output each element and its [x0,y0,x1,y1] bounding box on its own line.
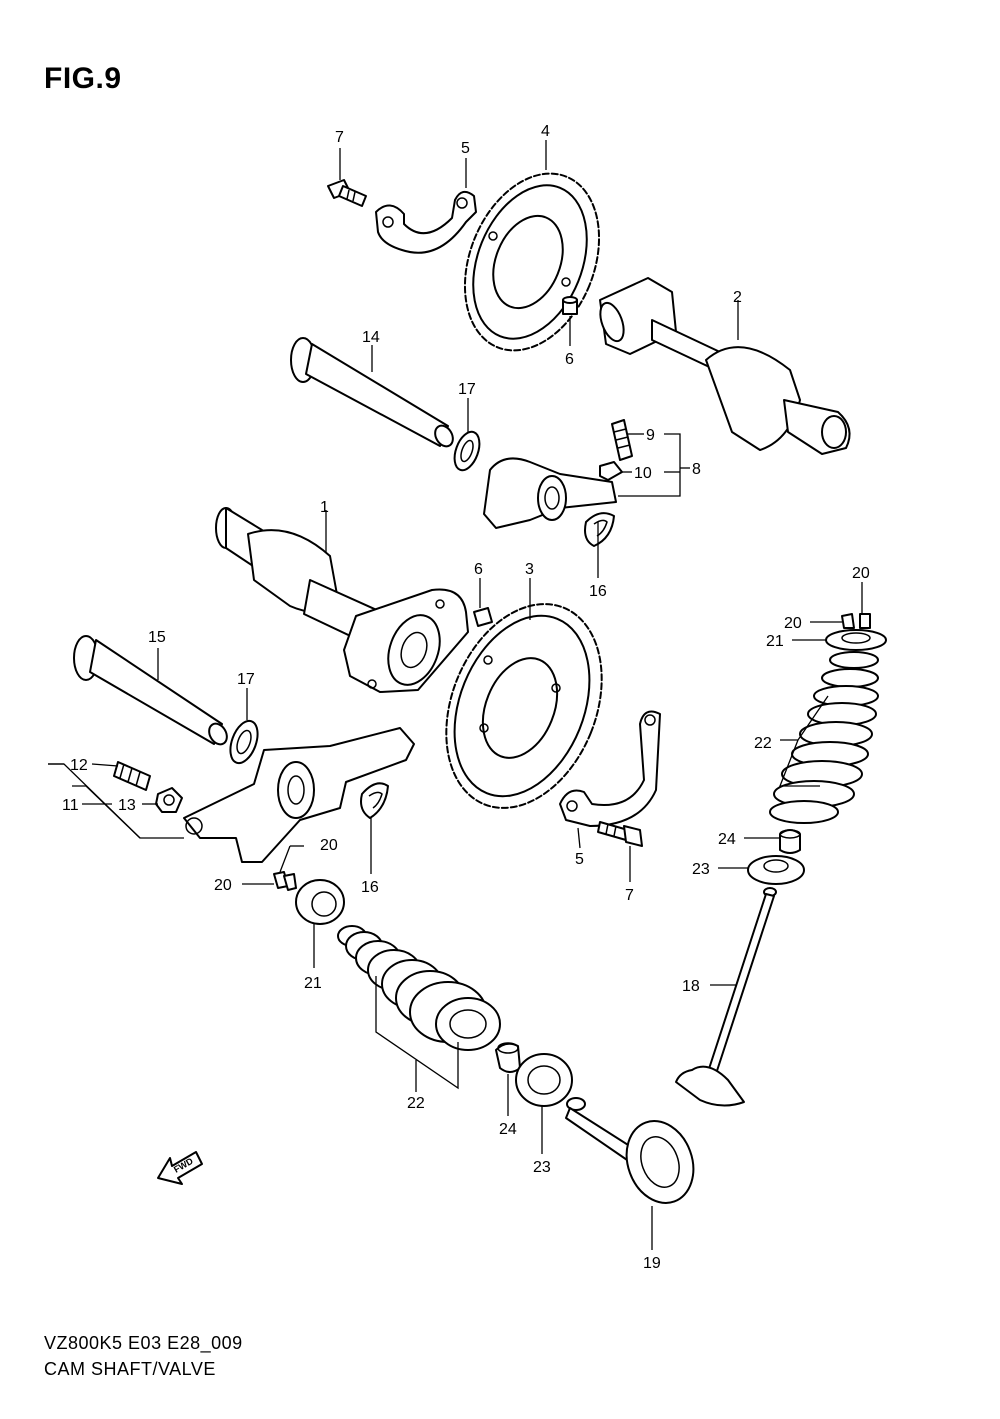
callout-11: 11 [62,797,79,814]
callout-7a: 7 [335,129,344,146]
callout-22a: 22 [407,1095,425,1112]
valve-cotters-right [841,613,871,629]
rocker-arm-lower [183,727,415,863]
rocker-shaft-lower [73,635,228,746]
diagram-code: VZ800K5 E03 E28_009 [44,1333,243,1353]
callout-9: 9 [646,427,655,444]
callout-24b: 24 [718,831,736,848]
leader-lines [48,140,863,1250]
washer-lower [229,719,259,765]
callout-20b: 20 [214,877,232,894]
valve-springs-lower [337,925,501,1051]
spring-retainer-lower [295,879,345,925]
bolt-lower [597,821,643,847]
camshaft-exhaust [599,277,851,455]
bracket-upper [375,190,477,254]
thrust-shim-upper [584,512,615,547]
callout-5a: 5 [461,140,470,157]
callout-8: 8 [692,461,701,478]
callout-3: 3 [525,561,534,578]
camshaft-intake [215,507,469,693]
callout-18: 18 [682,978,700,995]
callout-15: 15 [148,629,166,646]
spring-retainer-right [825,629,887,651]
diagram-name: CAM SHAFT/VALVE [44,1359,216,1379]
callout-7b: 7 [625,887,634,904]
callout-20a: 20 [320,837,338,854]
callout-16b: 16 [361,879,379,896]
dowel-pin-lower [473,607,493,627]
callout-6b: 6 [474,561,483,578]
callout-12: 12 [70,757,88,774]
callout-17b: 17 [237,671,255,688]
callout-14: 14 [362,329,380,346]
forward-arrow-icon: FWD [157,1151,203,1185]
spring-seat-right [747,855,805,885]
callout-5b: 5 [575,851,584,868]
callout-24a: 24 [499,1121,517,1138]
rocker-arm-upper [483,457,617,529]
callout-23a: 23 [533,1159,551,1176]
callout-22b: 22 [754,735,772,752]
callout-20c: 20 [852,565,870,582]
adjust-screw-lower [113,761,151,791]
stem-seal-lower [495,1042,521,1073]
valve-springs-right [769,651,879,824]
callout-23b: 23 [692,861,710,878]
sprocket-lower [445,603,603,809]
spring-seat-lower [515,1053,573,1107]
callout-1: 1 [320,499,329,516]
callout-10: 10 [634,465,652,482]
rocker-shaft-upper [290,337,454,448]
bracket-lower [559,710,661,827]
sprocket-upper [463,172,601,352]
callout-4: 4 [541,123,550,140]
callout-21a: 21 [304,975,322,992]
callout-13: 13 [118,797,136,814]
dowel-pin-upper [562,296,578,315]
callouts: 7 5 4 2 6 14 17 9 10 8 16 1 6 3 15 17 12… [62,123,870,1272]
figure-title: FIG.9 [44,62,122,95]
callout-2: 2 [733,289,742,306]
stem-seal-right [779,829,801,854]
callout-17a: 17 [458,381,476,398]
callout-19: 19 [643,1255,661,1272]
callout-16a: 16 [589,583,607,600]
lock-nut-upper [599,461,623,481]
callout-6a: 6 [565,351,574,368]
valve-cotters-lower [273,871,297,891]
bolt-upper [327,179,367,207]
thrust-shim-lower [360,782,389,819]
washer-upper [453,430,481,472]
valve-intake [565,1097,695,1204]
adjust-screw-upper [611,419,633,461]
callout-21b: 21 [766,633,784,650]
lock-nut-lower [155,787,183,813]
valve-exhaust [675,887,777,1107]
callout-20d: 20 [784,615,802,632]
